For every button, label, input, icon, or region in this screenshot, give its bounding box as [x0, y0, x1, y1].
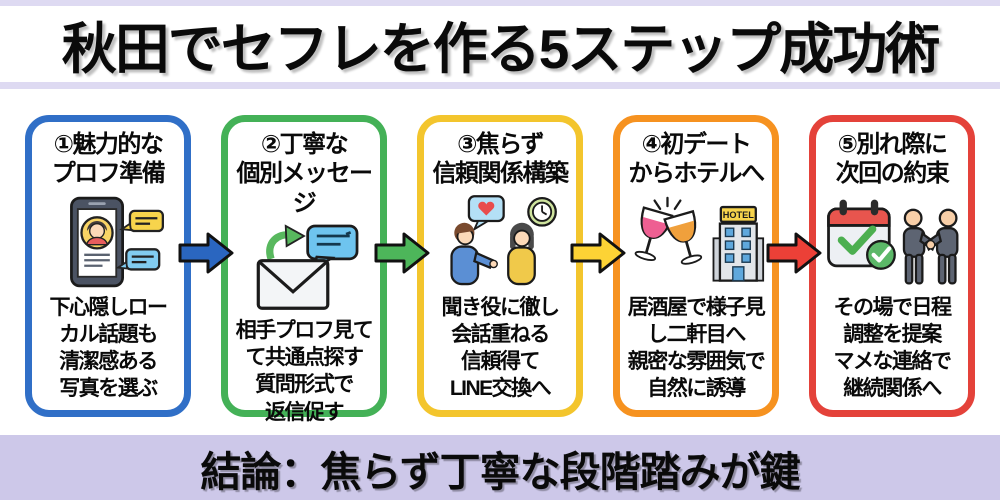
conclusion-text: 結論：焦らず丁寧な段階踏みが鍵	[200, 448, 800, 495]
arrow-step4-to-step5-icon	[766, 231, 822, 275]
steps-flow: ①魅力的な プロフ準備	[0, 89, 1000, 435]
calendar-check-handshake-icon	[823, 192, 961, 292]
conclusion-banner: 結論：焦らず丁寧な段階踏みが鍵	[0, 435, 1000, 500]
smartphone-profile-chat-icon	[44, 192, 172, 292]
arrow-step1-to-step2-icon	[178, 231, 234, 275]
top-border-strip	[0, 0, 1000, 6]
step-4-body: 居酒屋で様子見 し二軒目へ 親密な雰囲気で 自然に誘導	[627, 295, 766, 401]
header-divider-strip	[0, 82, 1000, 89]
page-title: 秋田でセフレを作る5ステップ成功術	[61, 18, 941, 80]
header-banner: 秋田でセフレを作る5ステップ成功術	[0, 6, 1000, 82]
step-1-title: ①魅力的な プロフ準備	[51, 131, 166, 188]
step-4-title: ④初デート からホテルへ	[628, 131, 766, 188]
step-card-4: ④初デート からホテルへ	[613, 115, 779, 417]
toast-glasses-hotel-icon: HOTEL	[627, 192, 765, 292]
step-card-3: ③焦らず 信頼関係構築	[417, 115, 583, 417]
envelope-reply-message-icon	[240, 221, 368, 315]
arrow-step2-to-step3-icon	[374, 231, 430, 275]
step-card-2: ②丁寧な 個別メッセージ 相手プロフ見て て共通点探す 質問形式で 返信促す	[221, 115, 387, 424]
step-2-body: 相手プロフ見て て共通点探す 質問形式で 返信促す	[235, 318, 374, 424]
hotel-sign-label: HOTEL	[723, 210, 755, 220]
conversation-heart-clock-icon	[436, 192, 564, 292]
step-3-title: ③焦らず 信頼関係構築	[432, 131, 570, 188]
step-5-title: ⑤別れ際に 次回の約束	[835, 131, 950, 188]
step-3-body: 聞き役に徹し 会話重ねる 信頼得て LINE交換へ	[441, 295, 561, 401]
step-card-5: ⑤別れ際に 次回の約束	[809, 115, 975, 417]
step-5-body: その場で日程 調整を提案 マメな連絡で 継続関係へ	[833, 295, 953, 401]
step-1-body: 下心隠しロー カル話題も 清潔感ある 写真を選ぶ	[49, 295, 169, 401]
step-card-1: ①魅力的な プロフ準備	[25, 115, 191, 417]
arrow-step3-to-step4-icon	[570, 231, 626, 275]
step-2-title: ②丁寧な 個別メッセージ	[236, 131, 374, 217]
